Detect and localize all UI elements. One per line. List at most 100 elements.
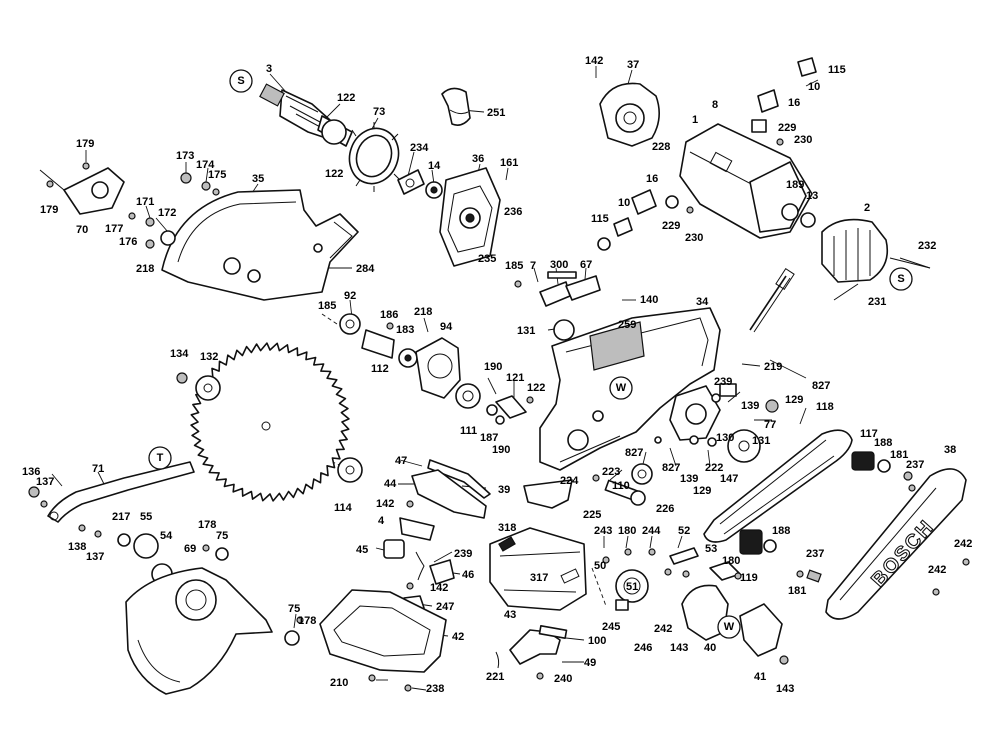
part-number-labels: 3 122 73 251 142 37 115 10 16 8 229 230 … [22,55,972,695]
bracket-40 [681,561,742,641]
marker-s-top-label: S [237,75,244,87]
part-label: 117 [860,428,878,440]
part-label: 218 [414,306,432,318]
part-label: 4 [378,515,385,527]
part-label: 2 [864,202,870,214]
part-label: 236 [504,206,522,218]
marker-t: T [148,446,172,470]
pulleys [739,451,913,555]
part-label: 13 [806,190,818,202]
part-41 [739,603,789,665]
part-label: 36 [472,153,484,165]
part-label: 187 [480,432,498,444]
part-label: 138 [68,541,86,553]
part-label: 231 [868,296,886,308]
brush-parts [597,57,817,251]
part-label: 45 [356,544,368,556]
marker-s-top: S [229,69,253,93]
part-label: 827 [662,462,680,474]
part-label: 10 [618,197,630,209]
part-label: 44 [384,478,397,490]
small-parts-center [486,319,779,506]
part-label: 49 [584,657,596,669]
part-label: 71 [92,463,104,475]
part-label: 827 [625,447,643,459]
part-label: 38 [944,444,956,456]
part-label: 222 [705,462,723,474]
part-label: 237 [906,459,924,471]
part-label: 183 [396,324,414,336]
marker-w-lower: W [717,615,741,639]
part-label: 52 [678,525,690,537]
upper-blade-guard [161,189,359,301]
part-label: 111 [460,425,477,437]
part-label: 142 [585,55,603,67]
part-label: 173 [176,150,194,162]
part-label: 73 [373,106,385,118]
part-label: 122 [325,168,343,180]
part-label: 181 [788,585,806,597]
part-label: 300 [550,259,568,271]
part-label: 225 [583,509,601,521]
part-label: 137 [86,551,104,563]
part-label: 180 [618,525,636,537]
part-label: 75 [216,530,228,542]
part-label: 239 [454,548,472,560]
belt-cover: BOSCH [825,468,970,620]
part-label: 172 [158,207,176,219]
part-label: 129 [785,394,803,406]
part-label: 143 [670,642,688,654]
part-label: 119 [740,572,758,584]
blade-flanges [176,313,363,483]
part-label: 70 [76,224,88,236]
marker-w-upper: W [609,376,633,400]
part-label: 245 [602,621,620,633]
part-label: 188 [874,437,892,449]
part-label: 50 [594,560,606,572]
part-label: 247 [436,601,454,613]
part-label: 142 [430,582,448,594]
part-label: 7 [530,260,536,272]
part-label: 77 [764,419,776,431]
part-label: 190 [492,444,510,456]
part-label: 75 [288,603,300,615]
part-label: 67 [580,259,592,271]
part-label: 188 [772,525,790,537]
rubber-boot [441,87,471,126]
part-label: 42 [452,631,464,643]
part-label: 232 [918,240,936,252]
part-label: 230 [794,134,812,146]
part-label: 143 [776,683,794,695]
part-label: 223 [602,466,620,478]
part-label: 246 [634,642,652,654]
part-label: 43 [504,609,516,621]
part-label: 39 [498,484,510,496]
part-label: 186 [380,309,398,321]
marker-s-right-label: S [897,273,904,285]
part-label: 827 [812,380,830,392]
part-label: 230 [685,232,703,244]
part-label: 114 [334,502,353,514]
gear-housing [415,337,481,409]
part-label: 242 [928,564,946,576]
part-label: 122 [527,382,545,394]
part-label: 121 [506,372,524,384]
part-label: 284 [356,263,375,275]
part-label: 92 [344,290,356,302]
part-label: 34 [696,296,709,308]
part-label: 185 [318,300,336,312]
latch-parts [514,271,601,307]
marker-s-right: S [889,267,913,291]
part-label: 251 [487,107,505,119]
part-label: 317 [530,572,548,584]
part-label: 118 [816,401,834,413]
part-label: 8 [712,99,718,111]
lever-49 [495,625,568,680]
part-label: 46 [462,569,474,581]
part-label: 178 [298,615,316,627]
part-label: 55 [140,511,152,523]
part-label: 10 [808,81,820,93]
part-label: 94 [440,321,453,333]
